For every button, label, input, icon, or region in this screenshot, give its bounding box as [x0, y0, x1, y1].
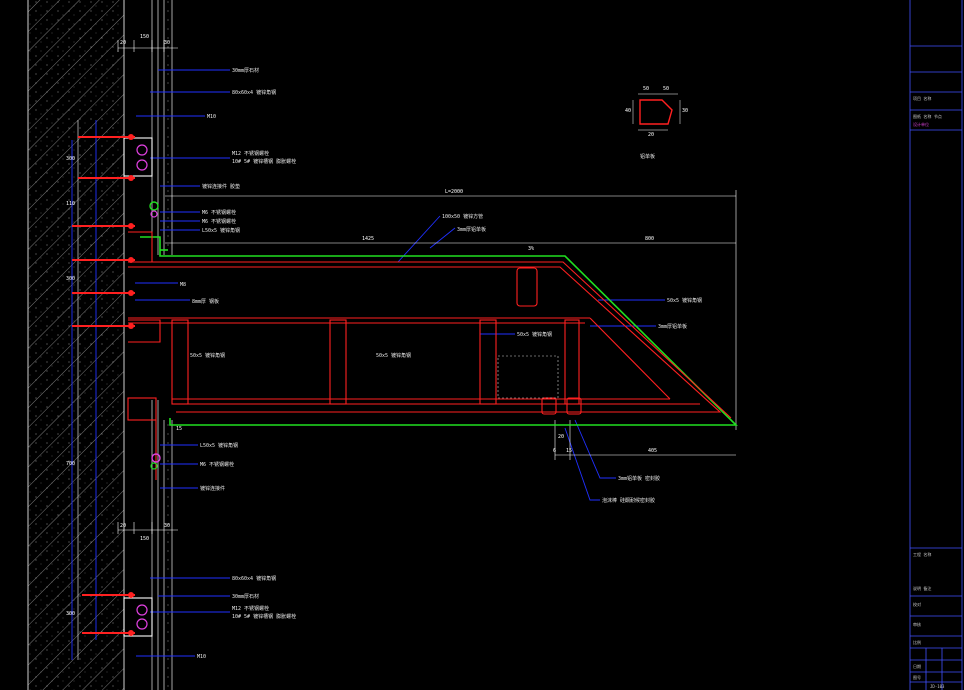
dim-bot-20: 20 [558, 434, 564, 440]
note-a2: 80x60x4 镀锌角钢 [232, 89, 276, 96]
note-a25: 30mm厚石材 [232, 593, 259, 600]
steel-frame [72, 134, 732, 637]
inset-dim-2: 50 [663, 86, 669, 92]
tb-row-7: 审核 [913, 621, 921, 627]
note-a15: 50x5 镀锌角钢 [190, 352, 225, 359]
leader-lines [71, 69, 665, 660]
inset-dim-1: 50 [643, 86, 649, 92]
inset-dim-5: 20 [648, 132, 654, 138]
dim-mid-150: 150 [140, 536, 149, 542]
drawing-number: JD-103 [930, 684, 945, 689]
inset-caption: 铝单板 [640, 153, 655, 160]
dim-slope: 3% [528, 246, 534, 252]
note-a5: 10# 5# 镀锌槽钢 膨胀螺栓 [232, 158, 296, 165]
note-a4: M12 不锈钢螺栓 [232, 150, 269, 157]
tb-row-10: 图号 [913, 674, 921, 680]
dim-v-700: 700 [66, 461, 75, 467]
dim-v-300b: 300 [66, 276, 75, 282]
note-a18: 3mm厚铝单板 [658, 323, 687, 330]
concrete-wall [27, 0, 125, 690]
dim-bot-6: 6 [553, 448, 556, 454]
dim-seg-800: 800 [645, 236, 654, 242]
stone-cladding [151, 0, 173, 690]
note-a12: M8 [180, 282, 186, 288]
dim-bot-15: 15 [566, 448, 572, 454]
note-a6: 镀锌连接件 胶垫 [202, 183, 240, 190]
dim-seg-1425: 1425 [362, 236, 374, 242]
dim-top-20: 20 [120, 40, 126, 46]
note-a7: M6 不锈钢螺栓 [202, 209, 236, 216]
dim-v-300c: 300 [66, 611, 75, 617]
title-block-text: 项目 名称 图纸 名称 节点 设计单位 工程 名称 说明 备注 校对 审核 比例… [913, 95, 945, 689]
note-a28: M10 [197, 654, 206, 660]
dim-mid-30: 30 [164, 523, 170, 529]
tb-row-8: 比例 [913, 639, 921, 645]
note-a17: 50x5 镀锌角钢 [667, 297, 702, 304]
dim-top-30: 30 [164, 40, 170, 46]
dim-v-15: 15 [176, 426, 182, 432]
dim-mid-20: 20 [120, 523, 126, 529]
tb-row-6: 校对 [913, 601, 921, 607]
tb-row-4: 工程 名称 [913, 551, 931, 557]
dim-v-300a: 300 [66, 156, 75, 162]
title-block [909, 0, 963, 690]
note-a10: 100x50 镀锌方管 [442, 213, 483, 220]
tb-row-9: 日期 [913, 663, 921, 669]
tb-row-3: 设计单位 [913, 121, 929, 127]
note-a1: 30mm厚石材 [232, 67, 259, 74]
inset-detail [632, 93, 681, 131]
dim-side-405: 405 [648, 448, 657, 454]
inset-dim-3: 40 [625, 108, 631, 114]
tb-row-5: 说明 备注 [913, 585, 931, 591]
stone-clips [149, 201, 161, 470]
dimension-lines [77, 40, 737, 660]
note-a8: M6 不锈钢螺栓 [202, 218, 236, 225]
aluminium-panel [140, 236, 738, 426]
tb-row-2: 图纸 名称 节点 [913, 113, 942, 119]
dimension-labels: 20 150 30 20 150 30 300 110 300 700 300 … [66, 34, 657, 617]
note-a22: M6 不锈钢螺栓 [200, 461, 234, 468]
note-a3: M10 [207, 114, 216, 120]
dashed-detail-zone [497, 355, 559, 399]
note-a19: 3mm铝单板 密封胶 [618, 475, 660, 482]
note-a9: L50x5 镀锌角钢 [202, 227, 240, 234]
note-a23: 镀锌连接件 [200, 485, 225, 492]
note-a11: 3mm厚铝单板 [457, 226, 486, 233]
note-a13: 8mm厚 钢板 [192, 298, 219, 305]
note-a21: L50x5 镀锌角钢 [200, 442, 238, 449]
dim-top-150: 150 [140, 34, 149, 40]
dim-overall: L=2000 [445, 189, 463, 195]
note-a20: 泡沫棒 硅酮耐候密封胶 [602, 497, 655, 504]
note-a24: 80x60x4 镀锌角钢 [232, 575, 276, 582]
note-a16: 50x5 镀锌角钢 [376, 352, 411, 359]
inset-dim-4: 30 [682, 108, 688, 114]
note-a26: M12 不锈钢螺栓 [232, 605, 269, 612]
note-a14: 50x5 镀锌角钢 [517, 331, 552, 338]
tb-row-1: 项目 名称 [913, 95, 931, 101]
dim-v-110: 110 [66, 201, 75, 207]
annotation-labels: 30mm厚石材 80x60x4 镀锌角钢 M10 M12 不锈钢螺栓 10# 5… [180, 67, 702, 660]
note-a27: 10# 5# 镀锌槽钢 膨胀螺栓 [232, 613, 296, 620]
